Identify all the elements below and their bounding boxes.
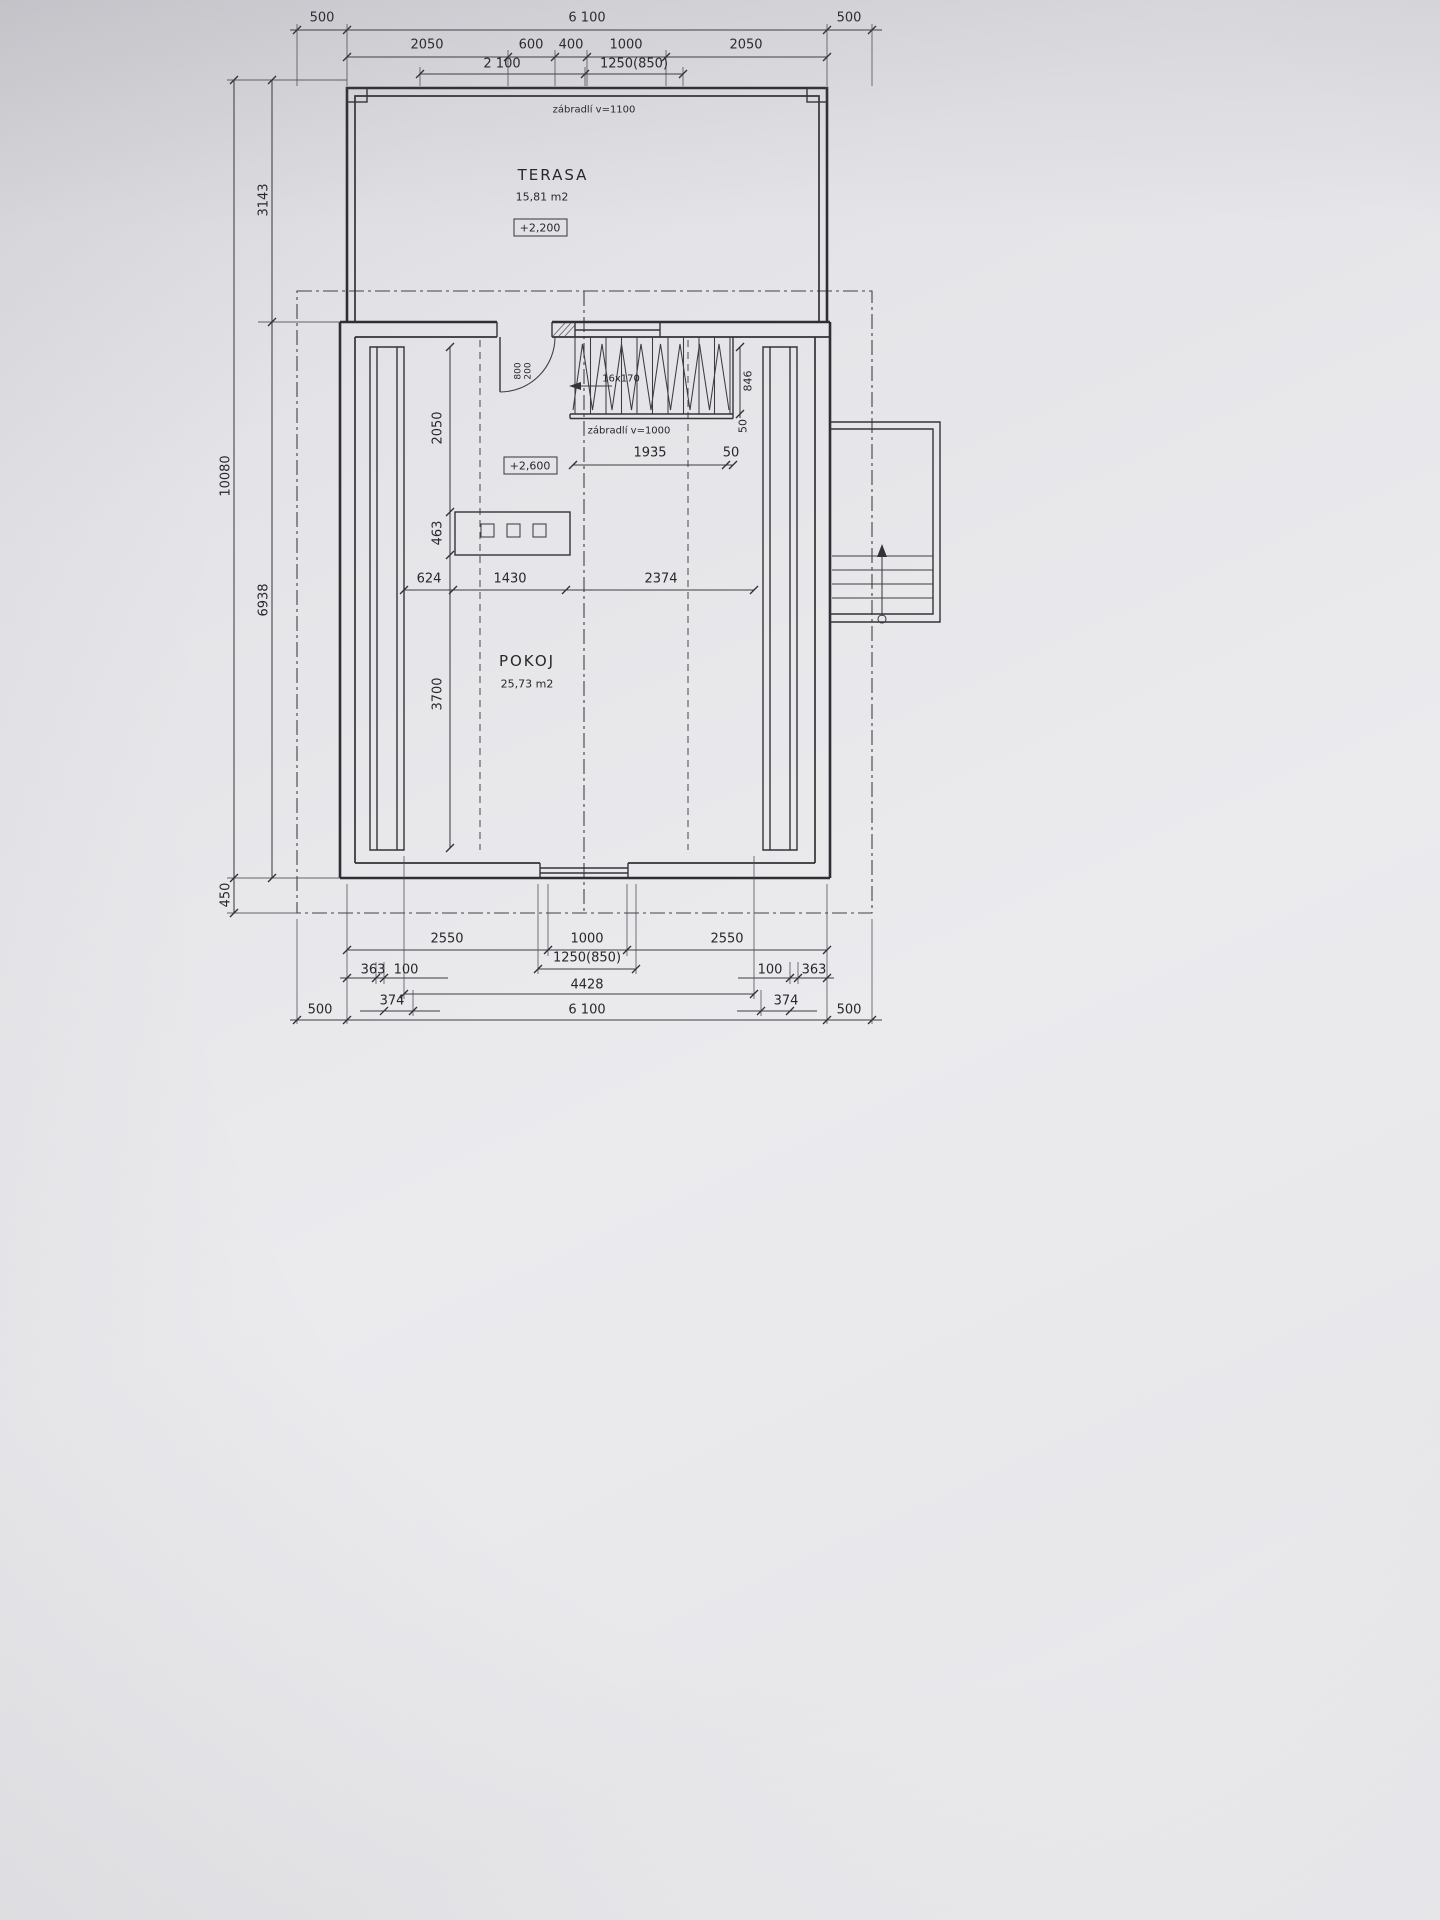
dim-label: 50 (722, 445, 740, 461)
terrace-area: 15,81 m2 (515, 190, 569, 204)
dim-label: 500 (836, 10, 862, 26)
dim-label: 600 (518, 37, 544, 53)
dim-label: 3143 (256, 183, 272, 217)
stair-count-note: 16x170 (602, 373, 640, 385)
stair-railing-note: zábradlí v=1000 (587, 425, 671, 437)
dim-label: 100 (393, 962, 419, 978)
dim-label: 6 100 (568, 1002, 606, 1018)
dim-label: 2050 (410, 37, 444, 53)
dim-label: 10080 (218, 455, 234, 497)
terrace-outline (345, 86, 829, 322)
door-swing (499, 336, 556, 393)
dim-label: 2550 (710, 931, 744, 947)
dim-label: 846 (741, 370, 755, 392)
dim-label: 1935 (633, 445, 667, 461)
room-area: 25,73 m2 (500, 677, 554, 691)
dim-label: 6938 (256, 583, 272, 617)
dim-label: 363 (801, 962, 827, 978)
dim-label: 500 (307, 1002, 333, 1018)
room-label: POKOJ (498, 652, 556, 670)
dim-label: 100 (757, 962, 783, 978)
dim-label: 400 (558, 37, 584, 53)
dim-label: 2 100 (483, 56, 521, 72)
terrace-level: +2,200 (519, 221, 561, 235)
dim-label: 450 (218, 882, 234, 908)
room-level: +2,600 (509, 459, 551, 473)
dim-label: 2050 (729, 37, 763, 53)
dim-label: 2050 (430, 411, 446, 445)
terrace-railing-note: zábradlí v=1100 (552, 104, 636, 116)
roof-outline (296, 290, 873, 914)
dim-label: 3700 (430, 677, 446, 711)
dim-label: 500 (836, 1002, 862, 1018)
wall-linework (338, 320, 832, 880)
knee-walls (369, 346, 798, 851)
dim-label: 6 100 (568, 10, 606, 26)
stair-direction-arrow (569, 382, 581, 390)
dim-label: 1250(850) (599, 56, 669, 72)
door-size-note: 800 200 (513, 362, 534, 380)
dim-label: 500 (309, 10, 335, 26)
dim-label: 624 (416, 571, 442, 587)
terrace-label: TERASA (517, 166, 589, 184)
dim-label: 463 (430, 520, 446, 546)
terrace-level-box (513, 218, 568, 237)
exterior-stair-arrow (877, 544, 887, 557)
dim-label: 374 (379, 993, 405, 1009)
dim-label: 2374 (644, 571, 678, 587)
dimension-linework (227, 24, 882, 1025)
dim-label: 4428 (570, 977, 604, 993)
headroom-lines (479, 340, 689, 850)
dim-label: 1250(850) (552, 950, 622, 966)
dim-label: 363 (360, 962, 386, 978)
exterior-stair (830, 421, 941, 624)
dim-label: 2550 (430, 931, 464, 947)
dim-label: 50 (736, 419, 750, 433)
dim-label: 1000 (570, 931, 604, 947)
dim-label: 1000 (609, 37, 643, 53)
built-in-unit (454, 511, 571, 556)
pier-hatch (552, 322, 576, 337)
room-level-box (503, 456, 558, 475)
dim-label: 374 (773, 993, 799, 1009)
stair-railing-zigzag (572, 343, 730, 411)
staircase (569, 337, 734, 420)
dim-label: 1430 (493, 571, 527, 587)
